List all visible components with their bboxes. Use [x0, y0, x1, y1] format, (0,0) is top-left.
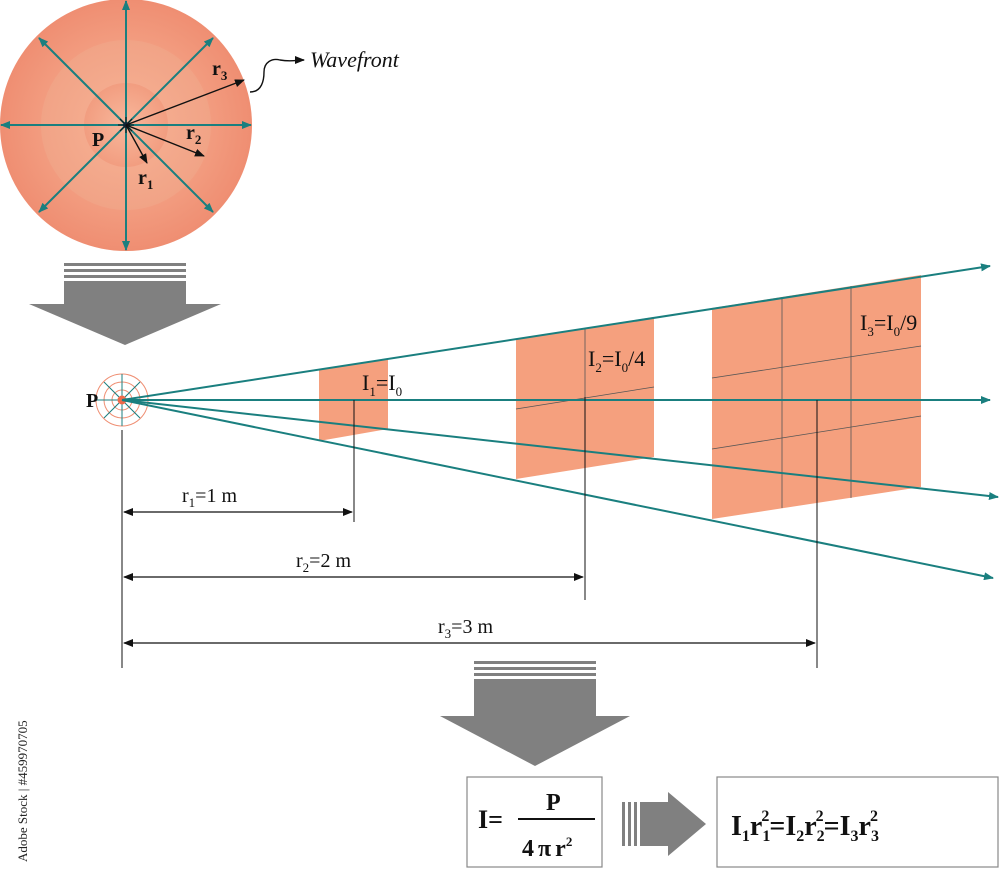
d3-rest: =3 m: [451, 616, 493, 638]
formula-left-i: I: [478, 805, 488, 834]
fr-i1: I: [731, 811, 742, 842]
i2-main: I: [588, 346, 595, 371]
distance-label-2: r2=2 m: [296, 550, 351, 575]
fr-r1: r: [750, 811, 762, 842]
fr-r1-sup: 2: [761, 808, 769, 825]
i1-rhs: I: [388, 370, 395, 395]
formula-left-eq: =: [488, 805, 503, 834]
d1-rest: =1 m: [195, 485, 237, 507]
i3-rhs: I: [886, 310, 893, 335]
fr-i3-sub: 3: [851, 828, 859, 845]
intensity-label-2: I2=I0/4: [588, 346, 645, 375]
down-arrow-top: [29, 263, 221, 345]
distance-label-3: r3=3 m: [438, 616, 493, 641]
formula-left-four: 4: [522, 836, 534, 862]
radius-arrows: [125, 79, 245, 164]
fr-eq1: =: [769, 811, 785, 842]
i3-rhs-sub: 0: [894, 324, 901, 339]
fr-r3-sup: 2: [870, 808, 878, 825]
i1-eq: =: [376, 370, 388, 395]
fr-r1-sub: 1: [762, 828, 770, 845]
fr-eq2: =: [824, 811, 840, 842]
d2-main: r: [296, 550, 303, 572]
d2-sub: 2: [303, 560, 310, 575]
d1-sub: 1: [189, 495, 196, 510]
wavefront-point-label: P: [92, 129, 104, 151]
r3-main: r: [212, 58, 221, 80]
i3-sub: 3: [867, 324, 874, 339]
r1-main: r: [138, 167, 147, 189]
perspective-figure: P I1=I0 I2=I0/4 I3=I0/9: [86, 263, 999, 668]
fr-i1-sub: 1: [742, 828, 750, 845]
i2-sub: 2: [595, 360, 602, 375]
d3-sub: 3: [445, 626, 452, 641]
i3-main: I: [860, 310, 867, 335]
i2-tail: /4: [628, 346, 645, 371]
perspective-point-label: P: [86, 390, 98, 412]
fr-r2-sub: 2: [817, 828, 825, 845]
screen-3: [711, 275, 922, 519]
fr-r3: r: [859, 811, 871, 842]
r2-label: r2: [186, 122, 201, 147]
perspective-rays: [121, 263, 999, 581]
r2-main: r: [186, 122, 195, 144]
formula-left-pi: π: [538, 836, 551, 862]
fr-i3: I: [840, 811, 851, 842]
right-arrow-middle: [622, 792, 706, 856]
fr-i2-sub: 2: [796, 828, 804, 845]
i3-tail: /9: [900, 310, 917, 335]
i2-rhs-sub: 0: [622, 360, 629, 375]
intensity-label-1: I1=I0: [362, 370, 402, 399]
fr-r2: r: [804, 811, 816, 842]
distance-label-1: r1=1 m: [182, 485, 237, 510]
distance-arrows: [123, 508, 816, 647]
wavefront-figure: P r1 r2 r3 Wavefront: [0, 0, 400, 251]
wavefront-callout-line: [249, 56, 305, 93]
r1-label: r1: [138, 167, 153, 192]
r3-sub: 3: [221, 68, 228, 83]
i1-rhs-sub: 0: [396, 384, 403, 399]
fr-i2: I: [785, 811, 796, 842]
d1-main: r: [182, 485, 189, 507]
formula-left-lhs: I=: [478, 805, 503, 834]
i2-rhs: I: [614, 346, 621, 371]
formula-right-box: I1r12=I2r22=I3r32: [716, 776, 999, 868]
formula-right-text: I1r12=I2r22=I3r32: [731, 808, 879, 845]
side-watermark: Adobe Stock | #459970705: [15, 720, 30, 862]
formula-left-r: r: [555, 836, 566, 862]
wavefront-label: Wavefront: [310, 47, 400, 72]
r1-sub: 1: [147, 177, 154, 192]
i3-eq: =: [874, 310, 886, 335]
fr-r3-sub: 3: [871, 828, 879, 845]
i1-main: I: [362, 370, 369, 395]
i2-eq: =: [602, 346, 614, 371]
i1-sub: 1: [369, 384, 376, 399]
formula-left-numerator: P: [546, 790, 561, 816]
formula-left-exp: 2: [566, 834, 573, 849]
r3-label: r3: [212, 58, 228, 83]
d2-rest: =2 m: [309, 550, 351, 572]
distance-reference-lines: [121, 397, 818, 668]
r2-sub: 2: [195, 132, 202, 147]
intensity-label-3: I3=I0/9: [860, 310, 917, 339]
d3-main: r: [438, 616, 445, 638]
fr-r2-sup: 2: [816, 808, 824, 825]
down-arrow-bottom: [440, 661, 630, 766]
ray-arrows: [0, 0, 252, 251]
